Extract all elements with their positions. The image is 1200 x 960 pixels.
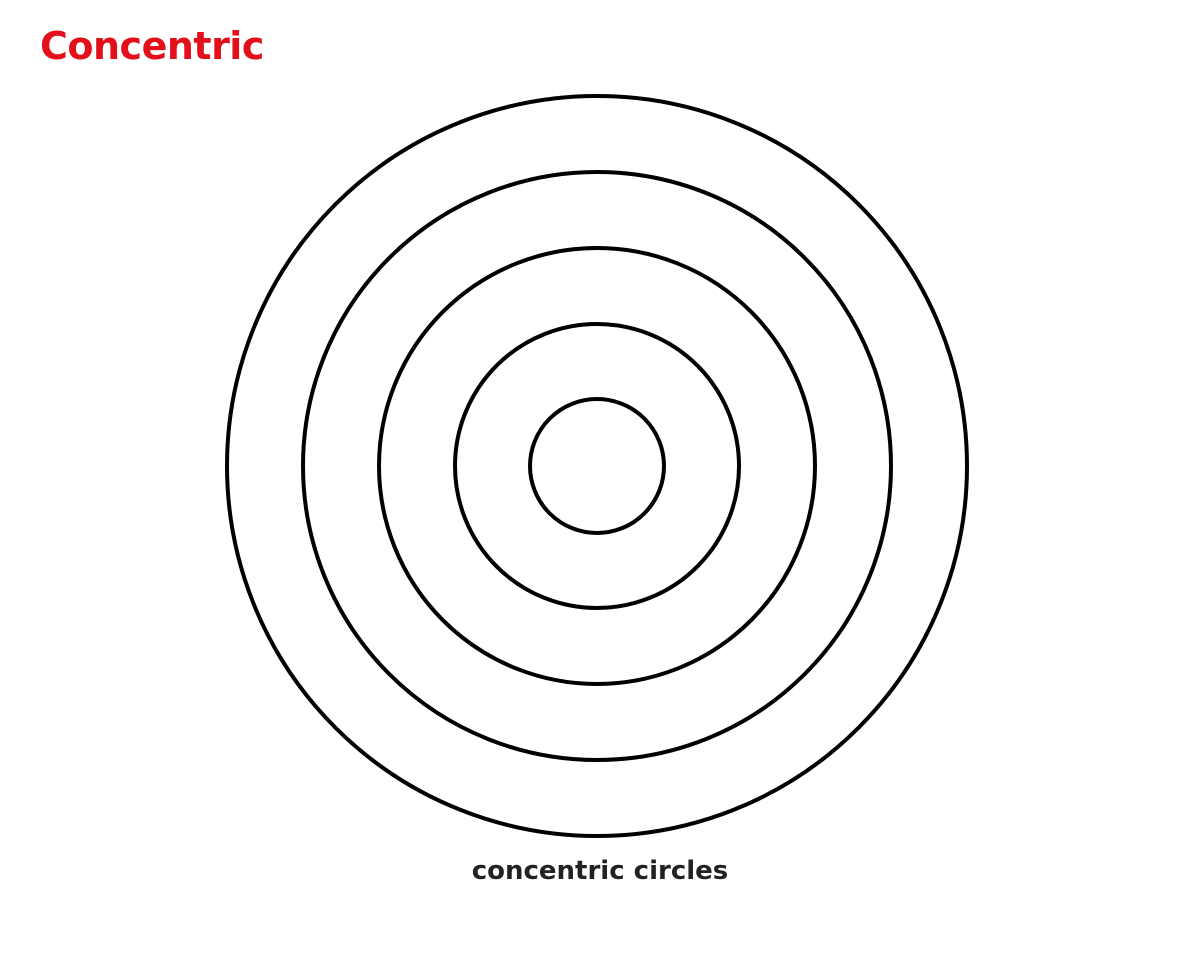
ring-outer [225,94,969,838]
page-title: Concentric [40,24,264,68]
ring-second [453,322,741,610]
ring-middle [377,246,817,686]
ring-inner [528,397,666,535]
diagram-caption: concentric circles [471,856,729,886]
ring-fourth [301,170,893,762]
